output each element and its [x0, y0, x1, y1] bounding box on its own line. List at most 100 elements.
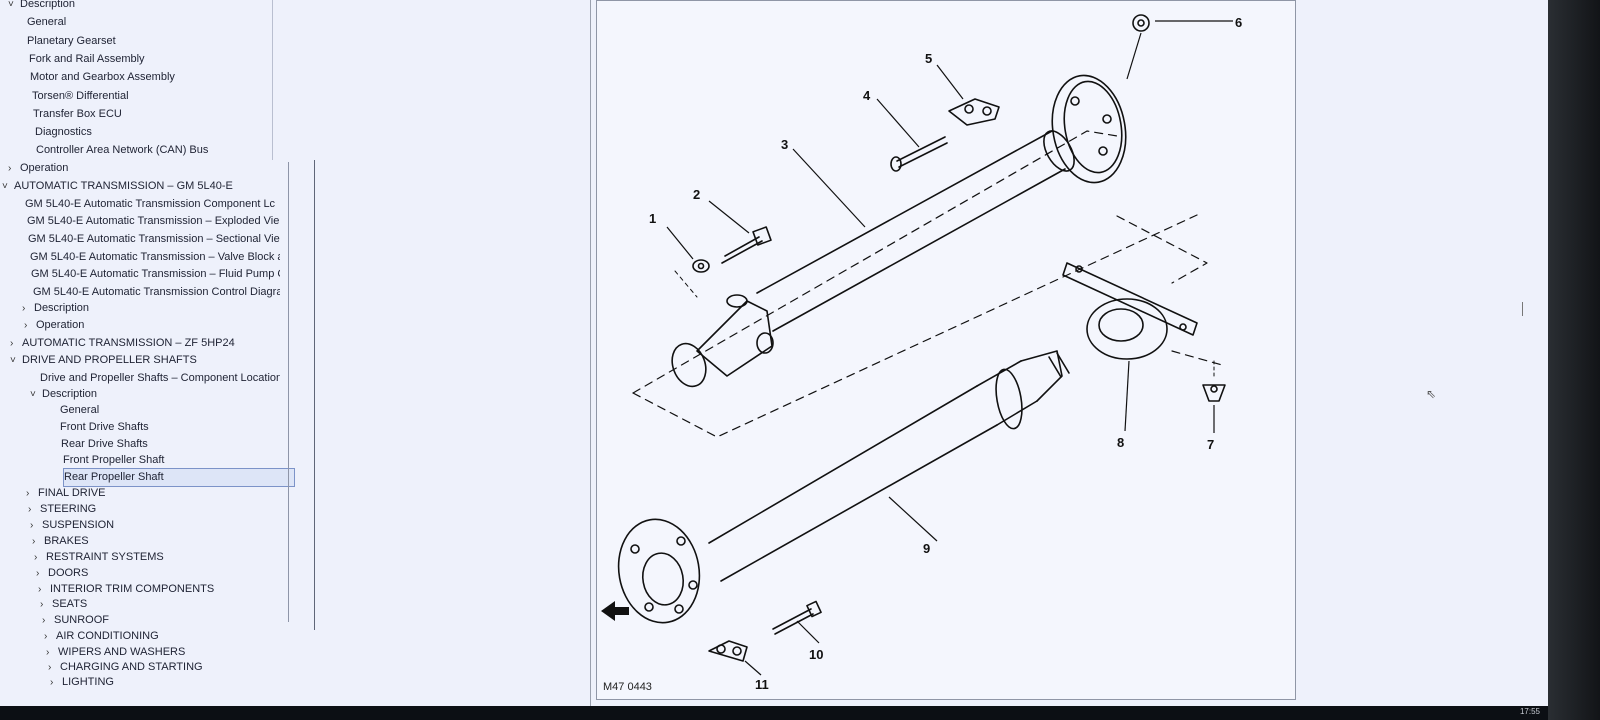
tree-item-label: Front Propeller Shaft	[63, 454, 165, 466]
tree-item[interactable]: ˅AUTOMATIC TRANSMISSION – GM 5L40-E	[2, 178, 280, 195]
tree-item[interactable]: Motor and Gearbox Assembly	[30, 69, 280, 86]
tree-item-label: WIPERS AND WASHERS	[58, 646, 186, 658]
callout-3: 3	[781, 137, 789, 152]
tree-item[interactable]: › WIPERS AND WASHERS	[46, 644, 280, 661]
tree-item-label: GM 5L40-E Automatic Transmission – Valve…	[30, 251, 280, 263]
tree-item-label: SUNROOF	[54, 614, 109, 626]
tree-divider	[272, 0, 273, 160]
chevron-right-icon[interactable]: ›	[32, 536, 36, 547]
monitor-bezel	[1548, 0, 1600, 720]
tree-item[interactable]: GM 5L40-E Automatic Transmission – Secti…	[28, 231, 280, 248]
callout-6: 6	[1235, 15, 1243, 30]
chevron-right-icon[interactable]: ›	[36, 568, 40, 579]
callout-9: 9	[923, 541, 931, 556]
tree-item[interactable]: GM 5L40-E Automatic Transmission Control…	[33, 284, 280, 301]
tree-item-label: LIGHTING	[62, 676, 114, 688]
tree-item[interactable]: GM 5L40-E Automatic Transmission – Fluid…	[31, 266, 280, 283]
tree-item-label: INTERIOR TRIM COMPONENTS	[50, 583, 215, 595]
callout-1: 1	[649, 211, 657, 226]
tree-item-label: Controller Area Network (CAN) Bus	[36, 144, 209, 156]
chevron-right-icon[interactable]: ›	[44, 631, 48, 642]
tree-item-label: CHARGING AND STARTING	[60, 661, 203, 673]
chevron-down-icon[interactable]: ˅	[30, 389, 36, 400]
tree-item[interactable]: GM 5L40-E Automatic Transmission Compone…	[25, 196, 280, 213]
tree-item-label: Rear Drive Shafts	[61, 438, 148, 450]
tree-item[interactable]: Transfer Box ECU	[33, 106, 280, 123]
tree-item-label: Fork and Rail Assembly	[29, 53, 145, 65]
tree-item[interactable]: Torsen® Differential	[32, 88, 280, 105]
tree-item[interactable]: › Operation	[8, 160, 280, 177]
tree-item[interactable]: Drive and Propeller Shafts – Component L…	[40, 370, 280, 387]
tree-item-label: SUSPENSION	[42, 519, 115, 531]
chevron-right-icon[interactable]: ›	[42, 615, 46, 626]
tree-item[interactable]: ›RESTRAINT SYSTEMS	[34, 549, 280, 566]
tree-item[interactable]: ›Operation	[24, 317, 280, 334]
taskbar: 17:55	[0, 706, 1548, 720]
tree-item-label: General	[27, 16, 67, 28]
tree-item-label: General	[60, 404, 100, 416]
chevron-right-icon[interactable]: ›	[8, 163, 12, 174]
tree-item[interactable]: ˅Description	[8, 0, 280, 13]
chevron-right-icon[interactable]: ›	[22, 303, 26, 314]
tree-item[interactable]: ˅ DRIVE AND PROPELLER SHAFTS	[10, 352, 280, 369]
chevron-right-icon[interactable]: ›	[46, 647, 50, 658]
tree-item[interactable]: › SUNROOF	[42, 612, 280, 629]
tree-item[interactable]: › SUSPENSION	[30, 517, 280, 534]
chevron-right-icon[interactable]: ›	[38, 584, 42, 595]
tree-item[interactable]: Fork and Rail Assembly	[29, 51, 280, 68]
callout-8: 8	[1117, 435, 1125, 450]
tree-item-label: SEATS	[52, 598, 88, 610]
tree-item[interactable]: General	[27, 14, 280, 31]
tree-item[interactable]: › STEERING	[28, 501, 280, 518]
chevron-right-icon[interactable]: ›	[34, 552, 38, 563]
tree-item[interactable]: › LIGHTING	[50, 674, 280, 691]
chevron-right-icon[interactable]: ›	[24, 320, 28, 331]
tree-item[interactable]: › SEATS	[40, 596, 280, 613]
tree-item-label: Operation	[20, 162, 69, 174]
tree-item-selected[interactable]: Rear Propeller Shaft	[63, 468, 295, 487]
tree-item-label: GM 5L40-E Automatic Transmission – Secti…	[28, 233, 280, 245]
tree-item[interactable]: Controller Area Network (CAN) Bus	[36, 142, 280, 159]
chevron-down-icon[interactable]: ˅	[2, 181, 8, 192]
tree-item-label: AIR CONDITIONING	[56, 630, 159, 642]
tree-item-label: DOORS	[48, 567, 89, 579]
tree-item-label: DRIVE AND PROPELLER SHAFTS	[22, 354, 197, 366]
chevron-right-icon[interactable]: ›	[28, 504, 32, 515]
chevron-right-icon[interactable]: ›	[10, 338, 14, 349]
tree-item[interactable]: Front Drive Shafts	[60, 419, 280, 436]
tree-item[interactable]: Planetary Gearset	[27, 33, 280, 50]
chevron-down-icon[interactable]: ˅	[10, 355, 16, 366]
mouse-cursor-icon: ⇖	[1426, 387, 1437, 401]
callout-11: 11	[755, 677, 769, 692]
tree-item[interactable]: › INTERIOR TRIM COMPONENTS	[38, 581, 280, 598]
tree-item[interactable]: › DOORS	[36, 565, 280, 582]
tree-item-label: FINAL DRIVE	[38, 487, 106, 499]
tree-item-label: GM 5L40-E Automatic Transmission – Explo…	[27, 215, 280, 227]
tree-item[interactable]: General	[60, 402, 280, 419]
chevron-right-icon[interactable]: ›	[26, 488, 30, 499]
tree-item[interactable]: ˅ Description	[30, 386, 280, 403]
tree-item-label: GM 5L40-E Automatic Transmission Control…	[33, 286, 280, 298]
tree-item-label: Diagnostics	[35, 126, 92, 138]
tree-item-label: STEERING	[40, 503, 97, 515]
tree-item-label: BRAKES	[44, 535, 89, 547]
tree-item[interactable]: GM 5L40-E Automatic Transmission – Explo…	[27, 213, 280, 230]
tree-item[interactable]: › BRAKES	[32, 533, 280, 550]
chevron-right-icon[interactable]: ›	[30, 520, 34, 531]
tree-item[interactable]: Rear Drive Shafts	[61, 436, 280, 453]
chevron-right-icon[interactable]: ›	[40, 599, 44, 610]
tree-item[interactable]: Front Propeller Shaft	[63, 452, 280, 469]
chevron-right-icon[interactable]: ›	[48, 662, 52, 673]
tree-item-label: Description	[42, 388, 98, 400]
tree-item[interactable]: ›Description	[22, 300, 280, 317]
chevron-down-icon[interactable]: ˅	[8, 0, 14, 10]
chevron-right-icon[interactable]: ›	[50, 677, 54, 688]
tree-item[interactable]: GM 5L40-E Automatic Transmission – Valve…	[30, 249, 280, 266]
tree-item[interactable]: › FINAL DRIVE	[26, 485, 280, 502]
tree-item[interactable]: Diagnostics	[35, 124, 280, 141]
tree-item[interactable]: › AIR CONDITIONING	[44, 628, 280, 645]
tree-item[interactable]: ›AUTOMATIC TRANSMISSION – ZF 5HP24	[10, 335, 280, 352]
shaft-illustration	[601, 14, 1233, 676]
tree-item[interactable]: › CHARGING AND STARTING	[48, 659, 280, 676]
